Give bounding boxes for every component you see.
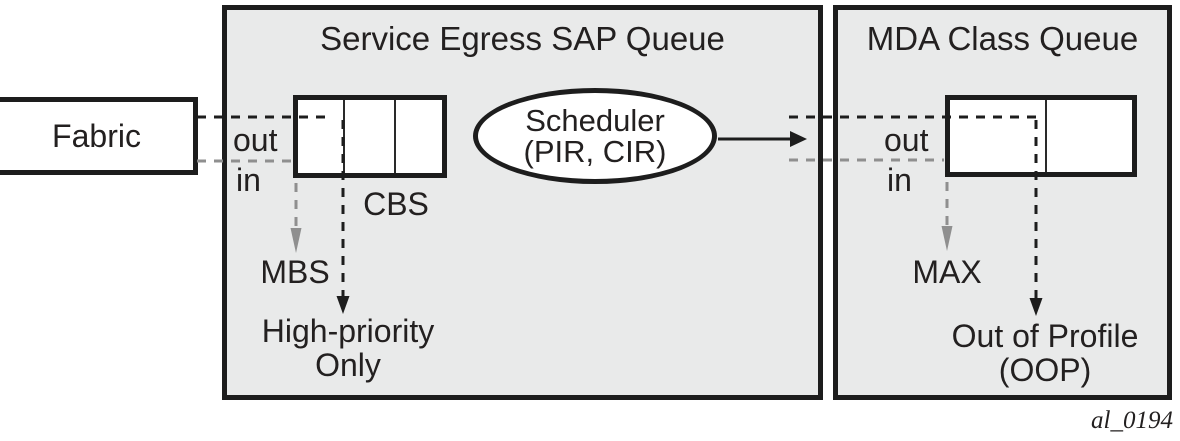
mbs-label: MBS	[260, 254, 330, 290]
fabric-box: Fabric	[0, 97, 198, 175]
mda-queue-buffer	[945, 95, 1137, 177]
mda-out-label: out	[884, 122, 929, 158]
fabric-label: Fabric	[52, 118, 141, 154]
sap-queue-divider-2	[394, 100, 396, 173]
high-priority-label-line1: High-priority	[261, 313, 435, 349]
sap-queue-title: Service Egress SAP Queue	[320, 20, 725, 57]
out-of-profile-label-line1: Out of Profile	[951, 318, 1139, 354]
figure-id: al_0194	[1091, 407, 1173, 434]
mda-queue-title: MDA Class Queue	[866, 20, 1139, 57]
max-label: MAX	[912, 254, 982, 290]
mda-queue-divider	[1045, 100, 1047, 172]
service-egress-sap-queue-box	[222, 5, 823, 400]
high-priority-label: High-priority Only	[262, 314, 434, 382]
out-of-profile-label-line2: (OOP)	[998, 352, 1092, 388]
scheduler-ellipse: Scheduler (PIR, CIR)	[473, 88, 717, 184]
mda-in-label: in	[887, 162, 912, 198]
mda-class-queue-box	[833, 5, 1172, 400]
out-of-profile-label: Out of Profile (OOP)	[952, 319, 1139, 387]
cbs-label: CBS	[363, 186, 429, 222]
sap-queue-buffer	[293, 95, 447, 178]
scheduler-label-line2: (PIR, CIR)	[523, 134, 667, 169]
high-priority-label-line2: Only	[315, 347, 381, 383]
sap-in-label: in	[236, 162, 261, 198]
scheduler-label-line1: Scheduler	[525, 103, 665, 138]
sap-queue-divider-1	[343, 100, 345, 173]
sap-out-label: out	[233, 122, 278, 158]
